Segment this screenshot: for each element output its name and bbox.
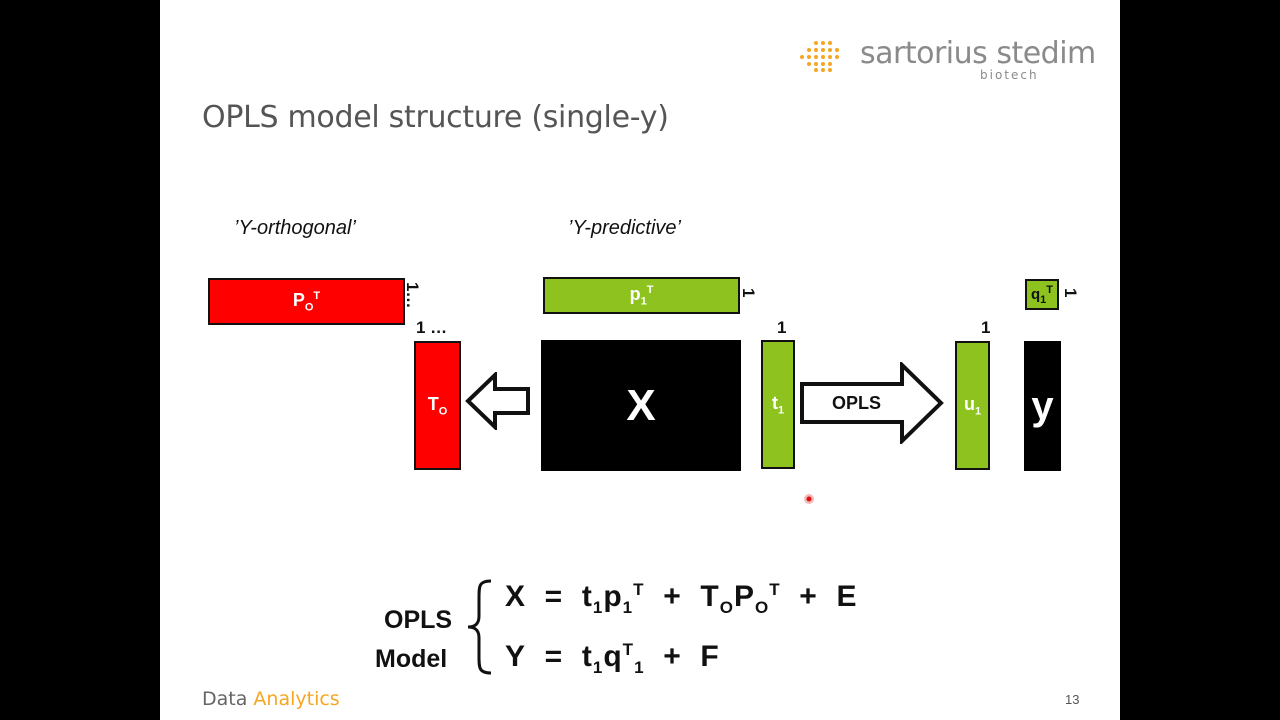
- u1-dim-label: 1: [981, 318, 991, 337]
- slide: sartorius stedim biotech OPLS model stru…: [160, 0, 1120, 720]
- po-transpose-label: POT: [292, 289, 321, 314]
- to-dim-label: 1 …: [416, 318, 448, 337]
- equation-y: Y = t1qT1 + F: [505, 640, 720, 677]
- u1-label: u1: [963, 393, 982, 418]
- to-matrix: TO: [414, 341, 461, 470]
- x-matrix: X: [541, 340, 741, 471]
- to-label: TO: [427, 393, 448, 418]
- y-label: y: [1031, 383, 1054, 428]
- label-y-orthogonal: ’Y-orthogonal’: [234, 217, 356, 239]
- opls-arrow-icon: [800, 362, 944, 444]
- brace-icon: [467, 579, 492, 675]
- logo-brand: sartorius stedim: [860, 36, 1096, 71]
- t1-matrix: t1: [761, 340, 795, 469]
- po-dim-label: 1…: [403, 282, 422, 309]
- left-arrow-icon: [465, 372, 530, 430]
- equation-x: X = t1p1T + TOPOT + E: [505, 580, 858, 617]
- model-label-line2: Model: [375, 645, 448, 673]
- logo-dots-icon: [800, 41, 839, 72]
- q1-dim-label: 1: [1061, 288, 1080, 298]
- opls-arrow-label: OPLS: [832, 393, 882, 413]
- x-label: X: [626, 380, 656, 430]
- p1-transpose-matrix: p1T: [543, 277, 740, 314]
- t1-label: t1: [771, 392, 785, 417]
- q1-transpose-label: q1T: [1030, 283, 1054, 306]
- p1-dim-label: 1: [739, 288, 758, 298]
- model-label-line1: OPLS: [384, 606, 453, 634]
- cursor-pointer-icon: [804, 494, 814, 504]
- page-number: 13: [1065, 692, 1080, 707]
- y-matrix: y: [1024, 341, 1061, 471]
- p1-transpose-label: p1T: [629, 283, 654, 308]
- t1-dim-label: 1: [777, 318, 787, 337]
- footer-brand: Data Analytics: [202, 688, 340, 710]
- logo-sub: biotech: [980, 68, 1039, 82]
- po-transpose-matrix: POT: [208, 278, 405, 325]
- u1-matrix: u1: [955, 341, 990, 470]
- page-title: OPLS model structure (single-y): [202, 100, 669, 135]
- q1-transpose-matrix: q1T: [1025, 279, 1059, 310]
- label-y-predictive: ’Y-predictive’: [568, 217, 681, 239]
